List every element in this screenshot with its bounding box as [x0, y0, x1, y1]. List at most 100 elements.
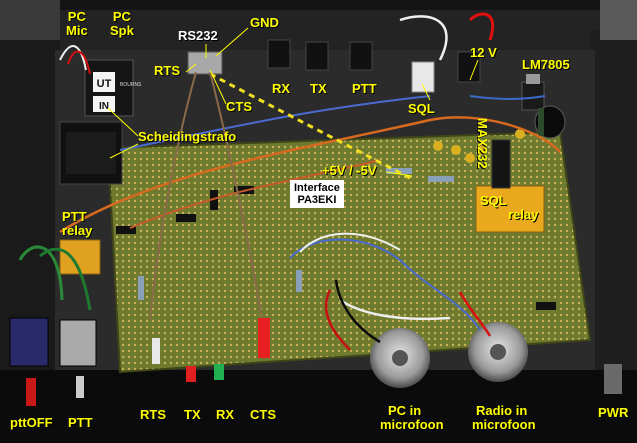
rs232-connector [187, 51, 223, 75]
wire-blue-3 [469, 95, 546, 100]
label-pc-spk: PC Spk [110, 10, 134, 38]
pwr-switch [604, 364, 622, 394]
switch-ptt-body [59, 319, 97, 367]
led-rx [214, 364, 224, 380]
ceramic-cap-1 [433, 141, 443, 151]
switch-ptt-off-lever [26, 378, 36, 406]
pointer-scheid-1 [107, 107, 139, 137]
wire-white-1 [399, 15, 448, 61]
label-pc-in-line1: PC in [388, 403, 422, 418]
switch-ptt-off-body [9, 317, 49, 367]
wire-brown-1 [149, 71, 197, 321]
label-max232: MAX232 [475, 118, 490, 169]
wire-green-2 [39, 247, 92, 311]
wire-white-3 [299, 232, 401, 253]
transformer-upper-text-2: BOURNS [120, 82, 142, 88]
tx-jack [305, 41, 329, 71]
wire-white-left [59, 45, 87, 71]
label-cts-bottom: CTS [250, 407, 276, 422]
ptt-jack [349, 41, 373, 71]
resistor-3 [428, 176, 454, 182]
label-scheidingstrafo: Scheidingstrafo [138, 129, 237, 144]
pointer-cts [209, 69, 227, 105]
resistor-2 [296, 270, 302, 292]
led-cts [258, 318, 270, 358]
label-rs232: RS232 [178, 28, 218, 43]
pointer-sql [421, 83, 431, 101]
pc-mic-jack-center [392, 350, 408, 366]
label-lm7805: LM7805 [522, 57, 570, 72]
power-jack [457, 51, 481, 83]
ceramic-cap-4 [477, 145, 487, 155]
wire-red-left [67, 50, 91, 75]
perfboard [106, 130, 592, 374]
switch-ptt-lever [76, 376, 84, 398]
wire-black-1 [334, 279, 381, 344]
transformer-upper-text-1: UT [97, 78, 112, 90]
wire-brown-2 [209, 71, 263, 319]
label-pc-mic-line2: Mic [66, 23, 88, 38]
diode-1 [210, 190, 218, 210]
label-ptt-relay: PTT relay [62, 210, 92, 238]
transformer-upper-text-3: IN [99, 101, 109, 112]
label-tx-top: TX [310, 81, 327, 96]
label-ptt-relay-line2: relay [62, 223, 93, 238]
label-sql-top: SQL [408, 101, 435, 116]
pointer-5v [385, 171, 413, 177]
pointer-rts [185, 63, 197, 73]
wire-white-2 [339, 298, 451, 321]
label-ptt-top: PTT [352, 81, 377, 96]
ceramic-cap-3 [465, 153, 475, 163]
label-gnd: GND [250, 15, 279, 30]
pointer-gnd [215, 27, 249, 57]
enclosure-bottom-wall [0, 370, 637, 443]
label-interface-line1: Interface [294, 182, 340, 194]
label-12v: 12 V [470, 45, 497, 60]
ceramic-cap-5 [515, 129, 525, 139]
wire-blue-1 [119, 95, 431, 151]
sql-connector [411, 61, 435, 93]
led-tx [186, 366, 196, 382]
label-pc-mic: PC Mic [66, 10, 88, 38]
label-interface-line2: PA3EKI [297, 194, 337, 206]
label-rts-top: RTS [154, 63, 180, 78]
wire-red-3 [458, 291, 492, 337]
label-rx-top: RX [272, 81, 291, 96]
label-radio-in-line2: microfoon [472, 417, 536, 432]
label-interface: Interface PA3EKI [290, 180, 344, 208]
diode-4 [116, 226, 136, 234]
background-right-area [600, 0, 637, 40]
wire-green-1 [18, 245, 64, 301]
lm7805-tab [526, 74, 540, 84]
enclosure-right-wall [590, 30, 637, 390]
transformer-lower [59, 121, 123, 185]
enclosure-left-wall [0, 40, 60, 370]
label-radio-in-line1: Radio in [476, 403, 528, 418]
pointer-scheid-2 [109, 143, 139, 159]
label-rts-bottom: RTS [140, 407, 166, 422]
capacitor-stripe [538, 108, 544, 136]
label-pc-in: PC in microfoon [380, 404, 444, 432]
max232-chip [491, 139, 511, 189]
rx-jack [267, 39, 291, 69]
label-pc-spk-line2: Spk [110, 23, 134, 38]
diode-3 [176, 214, 196, 222]
ceramic-cap-2 [451, 145, 461, 155]
wire-orange [59, 116, 561, 234]
label-pc-spk-line1: PC [112, 9, 131, 24]
background-keyboard-area [0, 0, 60, 40]
label-sql-relay: SQL relay [480, 194, 538, 222]
diode-5 [536, 302, 556, 310]
wire-yellow-black [209, 72, 411, 180]
pointer-12v [469, 59, 479, 81]
label-pc-mic-line1: PC [67, 9, 86, 24]
label-cts-top: CTS [226, 99, 252, 114]
transformer-upper [84, 59, 134, 117]
label-pc-in-line2: microfoon [380, 417, 444, 432]
label-ptt-off: pttOFF [10, 415, 53, 430]
resistor-1 [138, 276, 144, 300]
label-sql-relay-line1: SQL [480, 193, 507, 208]
label-5v: +5V / -5V [322, 163, 377, 178]
